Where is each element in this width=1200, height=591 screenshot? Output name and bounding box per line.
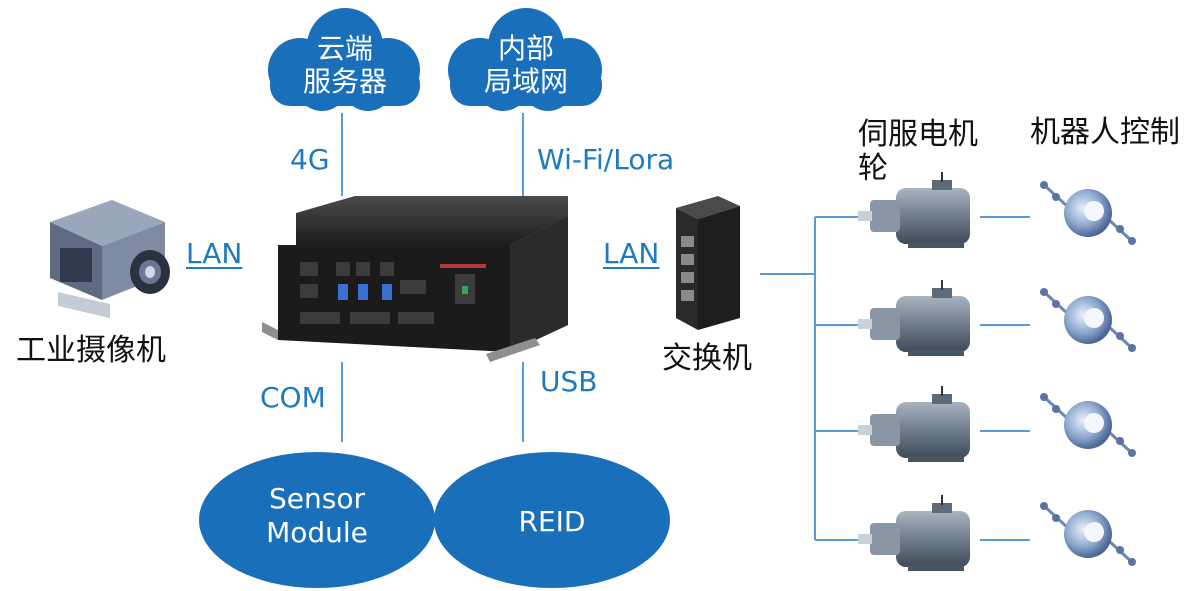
robot-controller-icon: [1040, 288, 1136, 352]
link-com-label: COM: [260, 381, 326, 414]
servo-motor-icon: [858, 172, 970, 248]
link-wifi-label: Wi-Fi/Lora: [537, 143, 675, 176]
cloud-lan-line-1: 内部: [497, 32, 554, 65]
servo-motor-icon: [858, 386, 970, 462]
link-lan-right-label: LAN: [603, 237, 660, 270]
sensor-module-ellipse: [199, 452, 435, 588]
reid-line-1: REID: [518, 505, 586, 538]
cloud-server-line-2: 服务器: [302, 65, 387, 99]
cloud-server-label: 云端 服务器: [270, 32, 420, 98]
servo-motor-icon: [858, 495, 970, 571]
robot-controller-icon: [1040, 181, 1136, 245]
cloud-lan-line-2: 局域网: [483, 65, 568, 99]
link-4g-label: 4G: [290, 143, 330, 176]
reid-label: REID: [434, 505, 670, 539]
sensor-module-label: Sensor Module: [199, 482, 435, 549]
servo-header-label: 伺服电机 轮: [858, 118, 978, 185]
sensor-module-line-2: Module: [266, 515, 368, 549]
link-usb-label: USB: [540, 365, 598, 398]
connector-lines: [341, 113, 1030, 541]
sensor-module-line-1: Sensor: [269, 482, 365, 515]
camera-label: 工业摄像机: [16, 333, 166, 368]
switch-label: 交换机: [662, 341, 752, 376]
cloud-server-line-1: 云端: [316, 32, 373, 65]
robot-controllers: [1040, 181, 1136, 566]
industrial-camera-icon: [50, 200, 170, 318]
cloud-lan-shape: [448, 8, 602, 111]
network-switch-icon: [676, 196, 740, 330]
servo-motors: [858, 172, 970, 571]
reid-ellipse: [434, 452, 670, 588]
cloud-server-shape: [268, 8, 420, 111]
robot-controller-icon: [1040, 502, 1136, 566]
servo-header-line-2: 轮: [858, 150, 888, 186]
link-lan-left-label: LAN: [186, 237, 243, 270]
servo-header-line-1: 伺服电机: [858, 117, 978, 152]
robot-header-label: 机器人控制: [1030, 115, 1180, 150]
servo-motor-icon: [858, 280, 970, 356]
cloud-lan-label: 内部 局域网: [450, 32, 602, 98]
robot-controller-icon: [1040, 393, 1136, 457]
embedded-pc-icon: [262, 196, 568, 362]
